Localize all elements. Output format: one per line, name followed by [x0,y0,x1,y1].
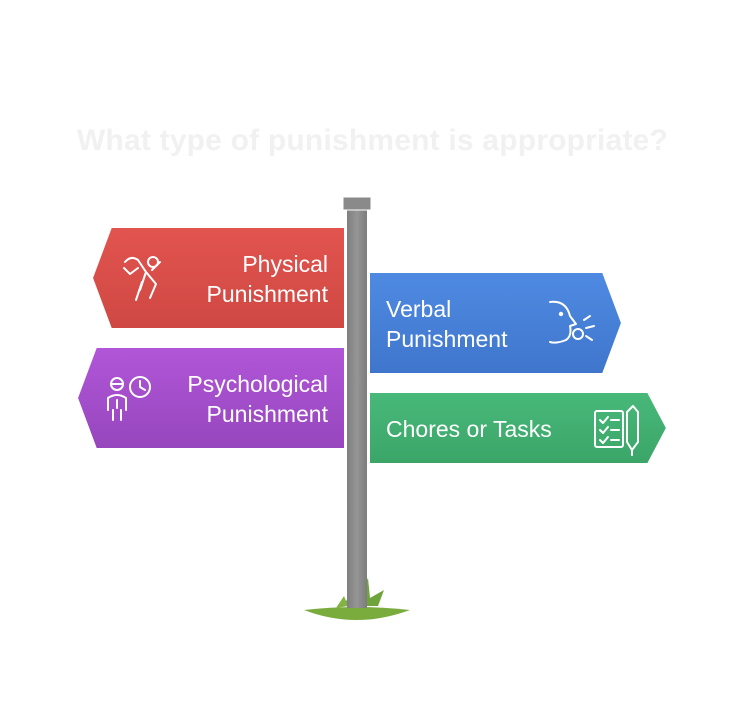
page-title: What type of punishment is appropriate? [76,124,669,157]
sign-chores-or-tasks: Chores or Tasks [368,391,669,465]
sign-physical-punishment: Physical Punishment [90,226,346,330]
sign-chores-shape [368,391,669,465]
sign-physical-line-1: Physical [242,251,328,277]
sign-psychological-line-1: Psychological [187,371,328,397]
sign-physical-line-2: Punishment [207,281,329,307]
sign-psychological-shape [75,346,346,450]
speaking-face-icon [549,300,595,344]
sign-verbal-punishment: Verbal Punishment [368,271,624,375]
person-clock-icon [107,376,151,421]
signpost-pole [342,196,372,608]
sign-physical-shape [90,226,346,330]
sign-verbal-line-2: Punishment [386,326,508,352]
checklist-pen-icon [594,405,639,456]
sign-psychological-punishment: Psychological Punishment [75,346,346,450]
sign-chores-line-1: Chores or Tasks [386,416,552,442]
sign-verbal-line-1: Verbal [386,296,451,322]
sign-verbal-shape [368,271,624,375]
sign-psychological-line-2: Punishment [207,401,329,427]
wrestling-figures-icon [123,256,161,301]
